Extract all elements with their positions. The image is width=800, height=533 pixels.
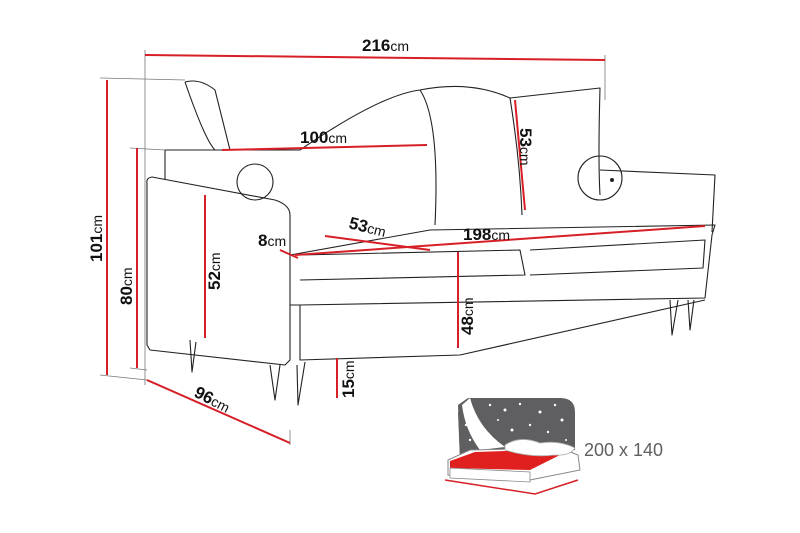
label-101: 101cm: [87, 215, 106, 262]
dim-line-198: [294, 225, 706, 256]
label-53-seat: 53cm: [347, 213, 388, 241]
label-53-back: 53cm: [516, 128, 535, 166]
dimension-lines: [106, 54, 706, 444]
dim-line-53-back: [514, 99, 526, 211]
label-216: 216cm: [362, 36, 409, 55]
label-8: 8cm: [258, 231, 286, 250]
extension-lines: [99, 50, 606, 445]
label-52: 52cm: [205, 252, 224, 290]
label-100: 100cm: [300, 128, 347, 147]
dim-line-216: [144, 54, 606, 61]
stars-icon: [464, 402, 567, 442]
label-15: 15cm: [339, 360, 358, 398]
label-198: 198cm: [463, 225, 510, 244]
label-48: 48cm: [458, 297, 477, 335]
sleeping-area-label: 200 x 140: [584, 440, 663, 460]
label-96: 96cm: [191, 383, 233, 417]
sleeping-area-icon: [444, 398, 581, 495]
label-80: 80cm: [117, 267, 136, 305]
dim-line-96: [146, 379, 291, 444]
dim-line-8: [279, 249, 299, 259]
sofa-outline: [146, 80, 716, 406]
dim-line-100: [221, 144, 428, 151]
